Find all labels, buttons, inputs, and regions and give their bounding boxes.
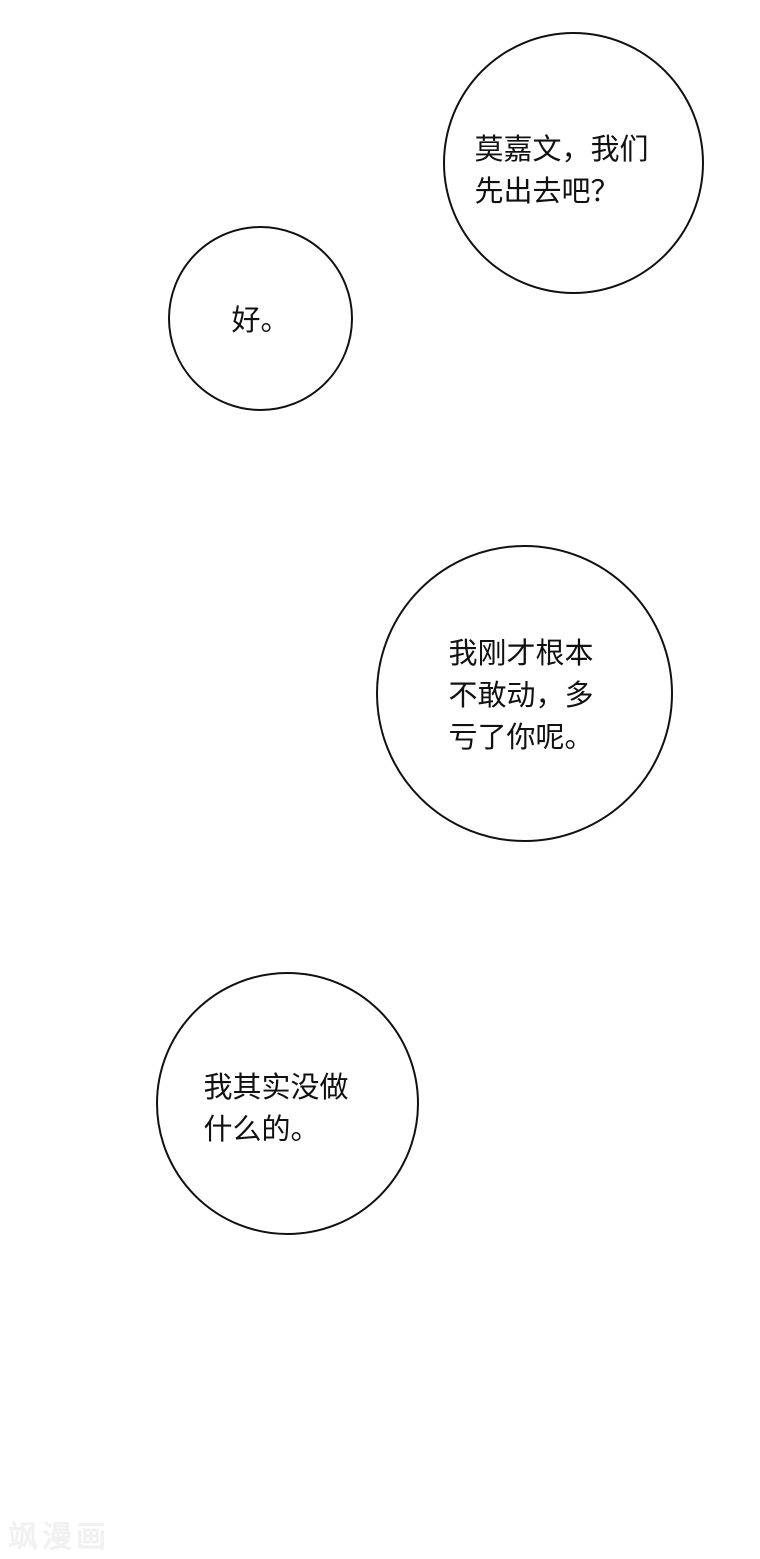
speech-bubble-text: 好。 — [231, 302, 290, 337]
speech-bubble-3: 我刚才根本 不敢动，多 亏了你呢。 — [376, 545, 673, 842]
speech-bubble-4: 我其实没做 什么的。 — [156, 972, 419, 1235]
watermark-logo: 飒漫画 — [8, 1520, 110, 1555]
speech-bubble-text: 我刚才根本 不敢动，多 亏了你呢。 — [448, 635, 594, 754]
speech-bubble-2: 好。 — [168, 226, 353, 411]
speech-bubble-text: 我其实没做 什么的。 — [203, 1069, 349, 1146]
speech-bubble-1: 莫嘉文，我们 先出去吧？ — [443, 32, 704, 294]
speech-bubble-text: 莫嘉文，我们 先出去吧？ — [474, 132, 649, 208]
